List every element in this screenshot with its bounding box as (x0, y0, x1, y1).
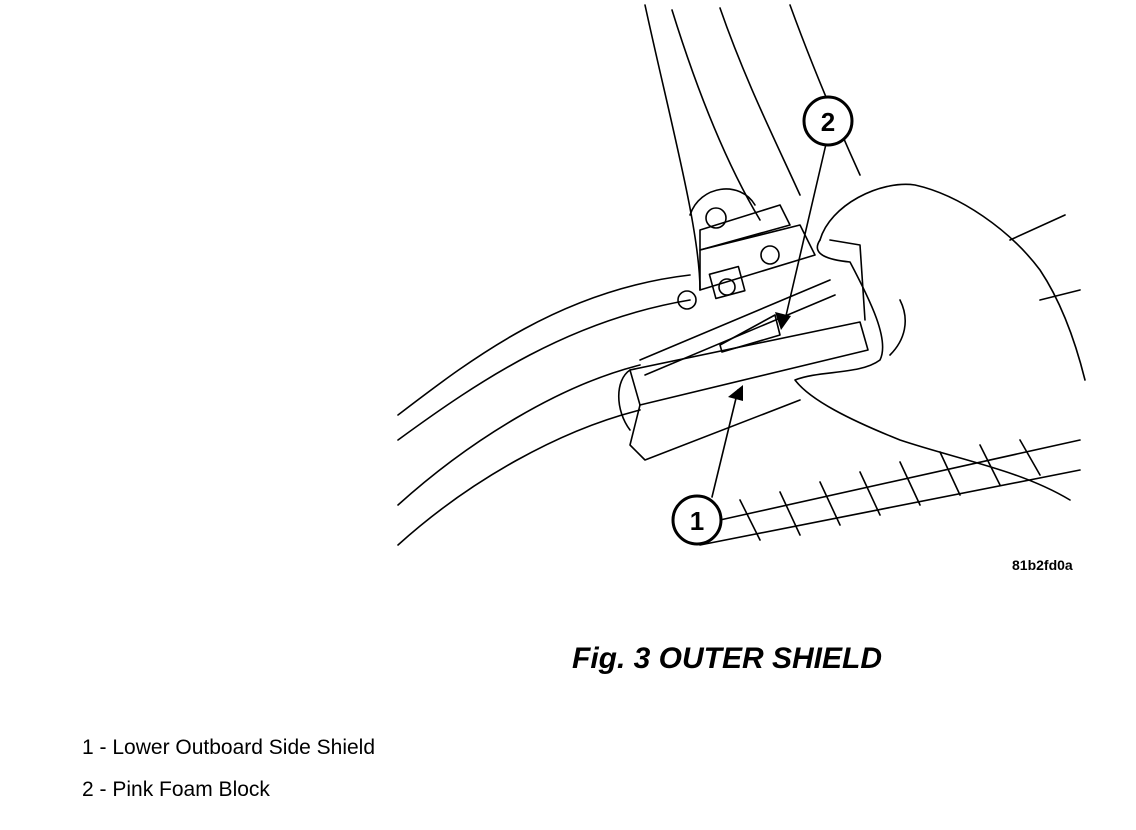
seat-back-outline (644, 4, 701, 291)
outer-shield-illustration: 1 2 (397, 4, 1086, 546)
legend-item: 2 - Pink Foam Block (82, 778, 375, 820)
callout-1-leader (711, 389, 739, 498)
legend-number: 1 (82, 736, 94, 759)
legend-number: 2 (82, 778, 94, 801)
figure-caption: Fig. 3 OUTER SHIELD (572, 642, 883, 675)
svg-text:1: 1 (690, 506, 704, 536)
lower-outboard-side-shield (629, 321, 869, 406)
pink-foam-block (719, 314, 781, 353)
legend-label: Pink Foam Block (112, 778, 270, 801)
seat-cushion-outline (397, 274, 691, 416)
svg-text:2: 2 (821, 107, 835, 137)
legend-separator: - (99, 778, 113, 801)
callout-2: 2 (802, 95, 854, 147)
vent-grille (719, 439, 1081, 521)
callout-2-arrowhead (775, 312, 791, 330)
hand-outline (819, 183, 1086, 381)
callout-1: 1 (671, 494, 723, 546)
callout-2-leader (784, 143, 827, 321)
legend-list: 1 - Lower Outboard Side Shield 2 - Pink … (82, 736, 375, 820)
legend-separator: - (99, 736, 113, 759)
callout-1-arrowhead (728, 385, 743, 401)
recliner-mechanism (689, 188, 756, 216)
image-code: 81b2fd0a (1012, 557, 1073, 573)
legend-item: 1 - Lower Outboard Side Shield (82, 736, 375, 778)
legend-label: Lower Outboard Side Shield (112, 736, 376, 759)
